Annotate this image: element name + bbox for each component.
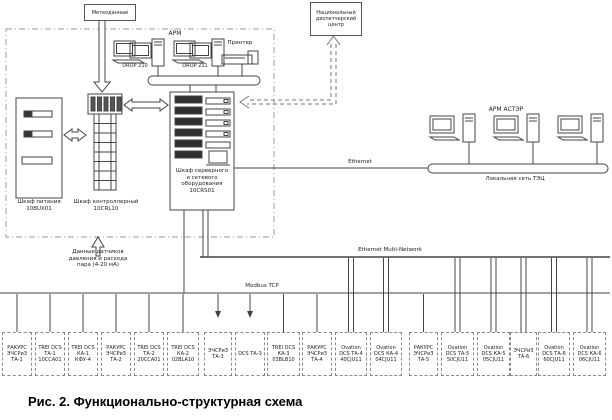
national-dispatch-center-box: Национальный диспетчерский центр: [310, 2, 362, 36]
controller-cabinet-code: 10CRL10: [93, 206, 119, 212]
arrow-left-open-icon: [239, 95, 250, 109]
meteo-box: Метеоданные: [84, 4, 136, 21]
controller-cabinet-name: Шкаф контроллерный: [73, 199, 139, 205]
controller-box: Ovation DCS КА-5 05CJU11: [477, 332, 510, 376]
double-arrow-icon: [63, 128, 87, 142]
controller-box: Ovation DCS КА-4 04CJU11: [370, 332, 402, 376]
double-arrow-icon: [123, 98, 169, 112]
workstation-icon: [556, 113, 604, 164]
power-cabinet-code: 10BUX01: [26, 206, 52, 212]
controller-box: Ovation DCS ТА-5 50CJU11: [441, 332, 474, 376]
controller-box: ЭЧСРиЗ ТА-6: [510, 332, 537, 376]
controller-box: Ovation DCS КА-6 06CJU11: [573, 332, 606, 376]
controller-box: РАКУРС ЭЧСРиЗ ТА-4: [302, 332, 332, 376]
ethernet-multi-network-label: Ethernet Multi-Network: [358, 247, 422, 253]
controller-box: TREI DCS КА-1 КФУ-4: [68, 332, 98, 376]
plant-lan-label: Локальная сеть ТЭЦ: [485, 176, 545, 182]
workstation-icon: [428, 113, 476, 164]
workstation-label: DROP 210: [122, 63, 148, 69]
controller-box: Ovation DCS ТА-4 40CJU11: [335, 332, 367, 376]
plant-lan-bus: [427, 163, 609, 174]
controller-box: РАКУРС ЭЧСРиЗ ТА-2: [101, 332, 131, 376]
server-cabinet-label: Шкаф серверного и сетевого оборудования …: [175, 168, 229, 194]
arm-aster-title: АРМ АСТЭР: [488, 106, 524, 113]
modbus-tcp-label: Modbus TCP: [245, 283, 279, 289]
system-boundary-box: [5, 28, 275, 238]
ndc-dashed-link: [247, 44, 337, 105]
controller-box: TREI DCS ТА-2 20ССА01: [134, 332, 164, 376]
workstation-icon: [171, 38, 225, 76]
controller-box: TREI DCS КА-3 03BLB10: [267, 332, 300, 376]
controller-box: РАКУРС ЭЧСРиЗ ТА-5: [409, 332, 438, 376]
controller-box: РАКУРС ЭЧСРиЗ ТА-1: [2, 332, 32, 376]
power-cabinet-icon: [15, 97, 63, 199]
printer-label: Принтер: [227, 40, 253, 46]
server-cabinet-icon: [169, 91, 235, 211]
sensors-note: Данные датчиков давления и расхода пара …: [68, 249, 128, 269]
arm-title: АРМ: [168, 30, 182, 37]
controller-box: DCS ТА-3: [235, 332, 265, 376]
ethernet-label: Ethernet: [348, 159, 372, 165]
controller-box: TREI DCS ТА-1 10ССА01: [35, 332, 65, 376]
controller-cabinet-icon: [87, 93, 123, 191]
workstation-label: DROP 211: [182, 63, 208, 69]
figure-caption: Рис. 2. Функционально-структурная схема: [28, 394, 303, 409]
controller-box: Ovation DCS ТА-6 60CJU11: [538, 332, 570, 376]
laptop-icon: [206, 150, 230, 166]
workstation-icon: [492, 113, 540, 164]
arrow-down-icon: [247, 311, 253, 318]
controller-box: TREI DCS КА-2 02BLA10: [167, 332, 199, 376]
power-cabinet-name: Шкаф питания: [17, 199, 61, 205]
workstation-icon: [111, 38, 165, 76]
sensors-up-arrow-icon: [91, 236, 105, 257]
controller-box: ЭЧСРиЗ ТА-3: [204, 332, 232, 376]
arrow-down-icon: [215, 311, 221, 318]
arrow-up-open-icon: [326, 35, 341, 46]
meteo-down-arrow-icon: [92, 18, 112, 93]
printer-icon: [221, 50, 259, 76]
arm-bus: [147, 75, 261, 86]
